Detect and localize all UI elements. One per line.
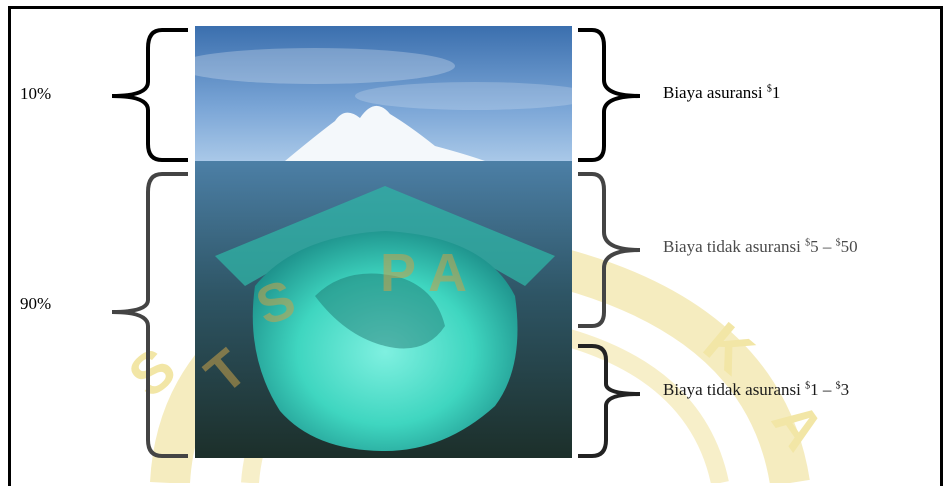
right-bottom-brace <box>578 344 641 458</box>
dollar-sign: $ <box>835 237 841 249</box>
right-middle-brace <box>578 172 641 328</box>
uninsured-a-mid: 5 – <box>810 237 836 256</box>
iceberg-image: S P A T <box>195 26 572 458</box>
uninsured-b-mid: 1 – <box>810 380 836 399</box>
uninsured-cost-label-a: Biaya tidak asuransi $5 – $50 <box>663 237 858 257</box>
dollar-sign: $ <box>805 237 811 249</box>
diagram-frame <box>8 6 943 486</box>
insured-cost-value: 1 <box>771 83 781 102</box>
uninsured-b-text: Biaya tidak asuransi <box>663 380 806 399</box>
uninsured-b-end: 3 <box>840 380 850 399</box>
left-bottom-brace <box>111 172 188 458</box>
right-top-brace <box>578 28 641 162</box>
dollar-sign: $ <box>805 380 811 392</box>
dollar-sign: $ <box>766 83 772 95</box>
insured-cost-label: Biaya asuransi $1 <box>663 83 780 103</box>
svg-text:P A: P A <box>380 243 467 303</box>
dollar-sign: $ <box>835 380 841 392</box>
uninsured-a-text: Biaya tidak asuransi <box>663 237 806 256</box>
insured-cost-text: Biaya asuransi <box>663 83 767 102</box>
uninsured-a-end: 50 <box>840 237 858 256</box>
left-top-brace <box>111 28 188 162</box>
top-percent-label: 10% <box>20 84 52 103</box>
uninsured-cost-label-b: Biaya tidak asuransi $1 – $3 <box>663 380 849 400</box>
bottom-percent-label: 90% <box>20 294 52 313</box>
